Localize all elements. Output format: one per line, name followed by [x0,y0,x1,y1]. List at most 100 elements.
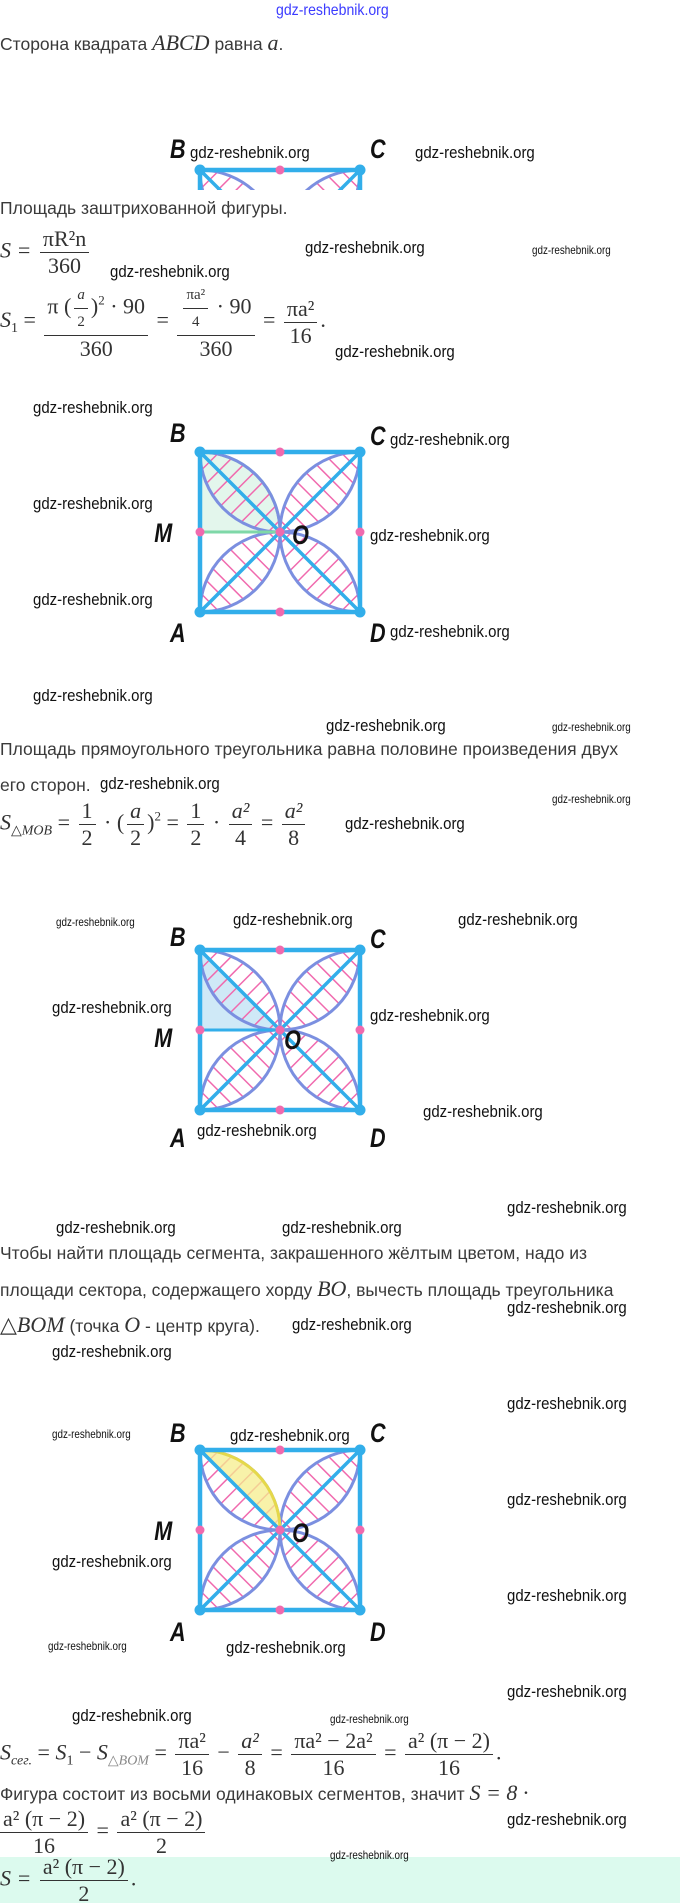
watermark: gdz-reshebnik.org [330,1712,409,1726]
f4-d3: 16 [322,1755,345,1780]
square-figure [194,164,366,190]
math-bom: △BOM [0,1312,65,1337]
answer-formula: S = a² (π − 2)2. [0,1854,136,1903]
label-o: O [292,1518,309,1548]
label-o: O [292,520,309,550]
f4-s1: S [55,1739,67,1765]
intro-text: Сторона квадрата ABCD равна a. [0,32,283,55]
c-d1: 16 [33,1833,56,1858]
f4-d4: 16 [438,1755,460,1780]
label-c: C [369,1418,386,1448]
midpoint-dot [195,527,205,537]
watermark: gdz-reshebnik.org [507,1394,627,1413]
f3-eight: 8 [288,825,300,850]
vertex-dot [354,606,366,618]
label-o: O [284,1025,301,1055]
square-figure [194,1444,366,1616]
conclusion-formula: a² (π − 2)16 = a² (π − 2)2 [0,1806,208,1859]
watermark: gdz-reshebnik.org [370,1006,490,1025]
segment-text-1: Чтобы найти площадь сегмента, закрашенно… [0,1243,588,1263]
watermark: gdz-reshebnik.org [110,262,230,281]
vertex-dot [354,446,366,458]
watermark: gdz-reshebnik.org [330,1848,409,1862]
f4-s: S [0,1739,11,1765]
vertex-dot [354,1104,366,1116]
f3-eq3: = [260,809,274,835]
triangle-text-1: Площадь прямоугольного треугольника равн… [0,739,619,759]
square-figure [194,446,366,618]
label-c: C [369,924,386,954]
watermark: gdz-reshebnik.org [458,910,578,929]
conclusion-text: Фигура состоит из восьми одинаковых сегм… [0,1782,528,1805]
segment-text-3b: - центр круга). [140,1316,260,1336]
f4-d2: 8 [244,1755,256,1780]
f3-two2: 2 [130,825,142,850]
triangle-text-2: его сторон. [0,775,91,795]
f2-eq3: = [263,307,276,333]
midpoint-dot [275,1025,285,1035]
label-d: D [369,1123,386,1153]
answer-frac: a² (π − 2)2 [39,1854,128,1903]
c-frac2: a² (π − 2)2 [117,1806,206,1859]
vertex-dot [194,164,206,176]
f2-a: a [74,282,88,309]
midpoint-dot [195,1525,205,1535]
label-a: A [169,1123,186,1153]
f3-eq: = [57,809,71,835]
f3-four: 4 [235,825,247,850]
f4-eq3: = [270,1739,283,1765]
watermark: gdz-reshebnik.org [33,494,153,513]
f4-eq4: = [384,1739,397,1765]
label-b: B [169,1418,186,1448]
label-d: D [369,618,386,648]
math-a: a [267,30,279,55]
c-n1: a² (π − 2) [0,1806,89,1833]
segment-text-2b: , вычесть площадь треугольника [346,1280,614,1300]
intro-label-2: равна [214,34,263,54]
label-m: M [154,1023,173,1053]
watermark: gdz-reshebnik.org [345,814,465,833]
answer-lhs: S = [0,1865,32,1891]
f4-minus: − [78,1739,92,1765]
watermark: gdz-reshebnik.org [370,526,490,545]
midpoint-dot [275,1105,285,1115]
segment-text-2: площади сектора, содержащего хорду BO, в… [0,1278,613,1301]
site-link[interactable]: gdz-reshebnik.org [276,2,389,19]
f2-s: S [0,307,11,333]
watermark: gdz-reshebnik.org [552,720,631,734]
watermark: gdz-reshebnik.org [48,1639,127,1653]
vertex-dot [194,606,206,618]
f2-two: 2 [77,314,85,330]
vertex-dot [354,1604,366,1616]
f4-n3: πa² − 2a² [291,1728,376,1755]
f3-sq: 2 [154,808,162,824]
f3-a: a [127,798,145,825]
watermark: gdz-reshebnik.org [552,792,631,806]
c-frac1: a² (π − 2)16 [0,1806,89,1859]
f2-den2: 360 [199,336,233,361]
shaded-title: Площадь заштрихованной фигуры. [0,198,288,218]
f4-end: . [496,1739,502,1765]
label-d: D [369,1617,386,1647]
f3-eq2: = [166,809,179,835]
watermark: gdz-reshebnik.org [230,1426,350,1445]
f4-n2: a² [238,1728,262,1755]
midpoint-dot [275,1525,285,1535]
figure-partial-clip [194,164,374,190]
f4-sub: сег. [11,1753,33,1769]
watermark: gdz-reshebnik.org [532,243,611,257]
f4-minus2: − [217,1739,230,1765]
vertex-dot [354,164,366,176]
f4-sub1: 1 [66,1753,74,1769]
f1-den: 360 [48,253,82,278]
